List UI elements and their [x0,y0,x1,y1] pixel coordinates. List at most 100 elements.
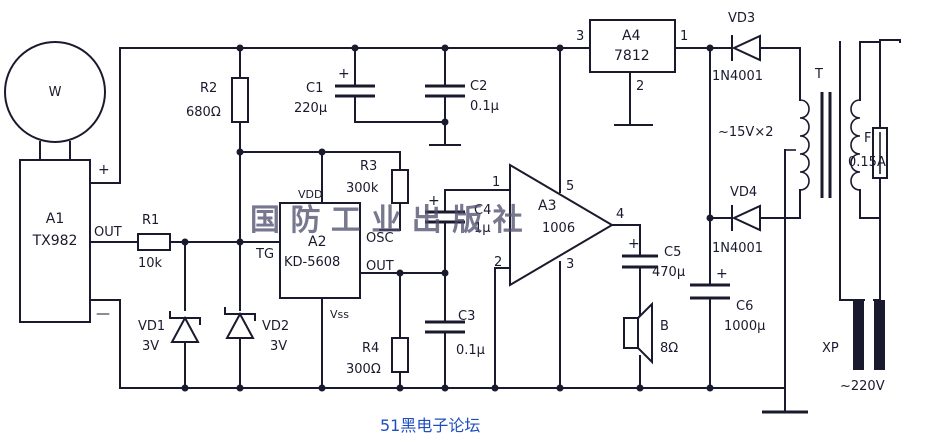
c4-name: C4 [474,203,491,218]
junction-dot [396,384,404,392]
vdd-wire [239,151,401,231]
r2-body [231,77,249,123]
a3-pin1: 1 [492,175,500,190]
sensor-box [19,159,91,323]
r1-value: 10k [138,256,163,271]
c2-name: C2 [470,79,487,94]
junction-dot [236,148,244,156]
lamp-label: W [49,85,62,100]
vd2-name: VD2 [262,319,289,334]
vd4-model: 1N4001 [712,241,763,256]
vd2-value: 3V [270,339,287,354]
r1-body [137,233,171,251]
a2-name: A2 [308,234,326,250]
c4-value: 1μ [474,221,491,236]
a4-name: A4 [622,28,641,44]
ic-a2: VDD TG OSC OUT Vss A2 KD-5608 [255,188,394,389]
speaker-magnet [623,317,639,349]
capacitor-c4: + C4 1μ [425,189,491,236]
junction-dot [351,44,359,52]
c4-plus: + [428,193,440,209]
c3-name: C3 [458,309,475,324]
c3-plates [425,320,465,334]
r1-name: R1 [142,213,159,228]
sensor-out-label: OUT [94,225,122,240]
vd4-name: VD4 [730,185,757,200]
a4-pin2: 2 [636,79,644,94]
plug-pin-right [874,300,885,370]
a3-pin4: 4 [616,207,624,222]
speaker-value: 8Ω [660,341,678,356]
c3-value: 0.1μ [456,343,485,358]
resistor-r4: R4 300Ω [346,337,409,377]
vd2-bar [224,307,256,321]
plug-pin-left [853,300,864,370]
a4-model: 7812 [614,48,650,64]
lamp-base [39,141,71,161]
c1-plates [335,84,375,98]
a2-model: KD-5608 [284,255,340,270]
transformer-name: T [814,67,823,82]
junction-dot [706,384,714,392]
junction-dot [556,44,564,52]
diode-vd4: VD4 1N4001 [712,185,763,256]
a4-pin1: 1 [680,29,688,44]
transformer-secondary-label: ~15V×2 [718,125,774,140]
capacitor-c5: + C5 470μ [622,236,685,280]
a3-out-wire [611,224,641,303]
junction-dot [236,384,244,392]
amp-a3: 1 2 5 3 4 A3 1006 [492,163,624,287]
c1-name: C1 [306,81,323,96]
sensor-name: A1 [46,211,64,227]
vd1-value: 3V [142,339,159,354]
a2-tg-label: TG [255,247,274,262]
c1-value: 220μ [294,101,327,116]
sensor-a1: W A1 TX982 OUT + — [4,41,122,323]
speaker-name: B [660,319,669,334]
c5-plates [622,254,658,269]
publisher-watermark: 国 防 工 业 出 版 社 [250,203,523,238]
vd1-bar [169,311,201,325]
a2-osc-label: OSC [366,231,394,246]
zener-vd1: VD1 3V [138,311,201,354]
r4-name: R4 [362,341,379,356]
capacitor-c1: + C1 220μ [294,66,375,116]
diode-vd3: VD3 1N4001 [712,11,763,84]
c2-plates [425,84,465,98]
c1-c2-wire [354,47,446,146]
zener-vd2: VD2 3V [224,307,289,354]
regulator-a4: A4 7812 3 1 2 [576,19,688,126]
r4-body [391,337,409,373]
a4-pins-wire [629,47,731,126]
c1-plus: + [338,66,350,82]
a3-model: 1006 [542,221,575,236]
plug-xp: XP ~220V [822,299,885,394]
a3-pin3: 3 [566,257,574,272]
lamp-bulb [4,41,106,143]
junction-dot [441,118,449,126]
vd3-triangle [731,34,761,62]
a3-pin5: 5 [566,179,574,194]
junction-dot [318,148,326,156]
resistor-r3: R3 300k [346,159,409,204]
r3-name: R3 [360,159,377,174]
junctions [181,44,714,392]
vd1-triangle [170,315,200,343]
c5-name: C5 [664,245,681,260]
c6-value: 1000μ [724,319,765,334]
transformer-primary-coil [850,99,861,191]
junction-dot [491,384,499,392]
speaker-b: B 8Ω [623,301,678,365]
a2-body [279,202,361,299]
ground-rail-wire [119,299,786,389]
plug-name: XP [822,341,839,356]
fuse-name: F [864,131,871,146]
r2-value: 680Ω [186,105,221,120]
r3-body [391,169,409,204]
junction-dot [441,384,449,392]
junction-dot [556,384,564,392]
junction-dot [181,238,189,246]
fuse-value: 0.15A [848,155,886,170]
fuse-f: F 0.15A [848,127,888,179]
secondary-wire [759,47,801,413]
